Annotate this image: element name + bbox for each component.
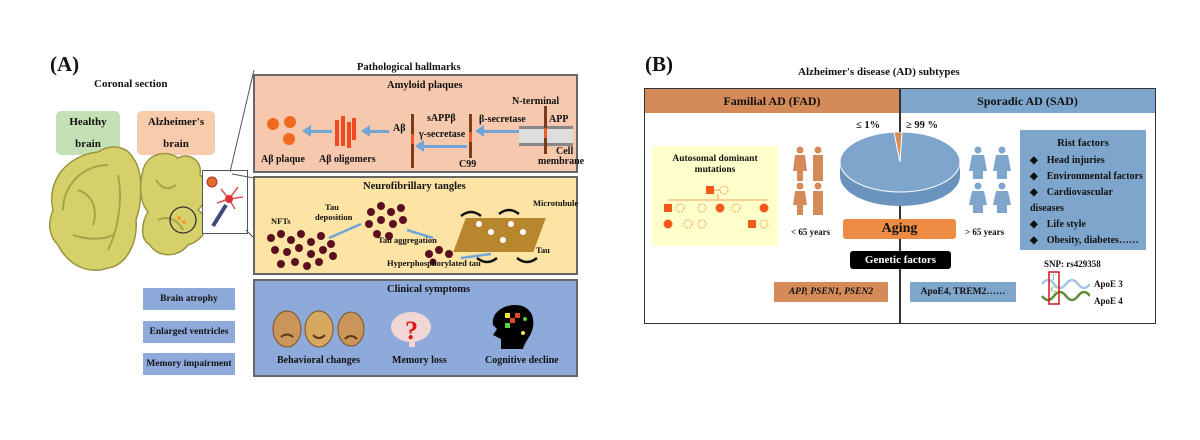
brain-question-icon: ? xyxy=(391,312,431,347)
pie-slice-fad xyxy=(893,132,903,163)
risk-factors-box: Rist factors Head injuries Environmental… xyxy=(1020,130,1146,250)
abeta-label: Aβ xyxy=(393,123,406,134)
apoe4-label: ApoE 4 xyxy=(1094,296,1123,306)
abeta-fragment-bar xyxy=(411,114,414,168)
alzheimers-brain-label: Alzheimer's brain xyxy=(137,111,215,155)
abeta-oligomers-icon xyxy=(335,116,356,148)
amyloid-title: Amyloid plaques xyxy=(387,80,463,91)
healthy-brain-label: Healthy brain xyxy=(56,111,120,155)
apoe3-strand xyxy=(1041,278,1090,290)
neuron-icon xyxy=(206,176,244,228)
abeta-oligomers-label: Aβ oligomers xyxy=(319,154,376,165)
app-bar xyxy=(544,106,547,154)
tau-illustrations xyxy=(267,202,546,270)
mutations-label: Autosomal dominant mutations xyxy=(672,154,758,175)
nfts-label: NFTs xyxy=(271,216,291,226)
young-age-label: < 65 years xyxy=(791,227,831,237)
microtubule-label: Microtubule xyxy=(533,198,579,208)
neuron-zoom-box xyxy=(202,170,248,234)
risk-factor-item: Environmental factors xyxy=(1030,169,1146,185)
subtype-pie-chart xyxy=(839,132,961,206)
risk-factor-item: Cardiovascular diseases xyxy=(1030,185,1146,217)
snp-highlight-box xyxy=(1048,271,1060,305)
app-label: APP xyxy=(549,114,569,125)
pedigree-icon xyxy=(663,185,769,229)
young-people-icon xyxy=(793,146,823,215)
genetic-factors-label: Genetic factors xyxy=(850,251,951,269)
tangles-title: Neurofibrillary tangles xyxy=(363,181,466,192)
clinical-title: Clinical symptoms xyxy=(387,284,471,295)
theater-masks-icon xyxy=(272,310,365,348)
aging-label: Aging xyxy=(843,219,956,239)
membrane-label: membrane xyxy=(538,156,585,167)
memory-impairment-tag: Memory impairment xyxy=(143,353,235,375)
abeta-plaque-icon xyxy=(267,116,296,145)
sad-header: Sporadic AD (SAD) xyxy=(900,89,1155,113)
sad-percentage: ≥ 99 % xyxy=(906,120,939,131)
clinical-symptoms-box: Clinical symptoms Behavioral changes ? M… xyxy=(253,279,578,377)
mutations-box: Autosomal dominant mutations xyxy=(652,146,778,246)
memory-loss-label: Memory loss xyxy=(392,355,447,366)
zoom-connector-lines xyxy=(230,69,255,239)
risk-factor-item: Head injuries xyxy=(1030,153,1146,169)
risk-factor-item: Life style xyxy=(1030,217,1146,233)
n-terminal-label: N-terminal xyxy=(512,96,560,107)
cognitive-head-icon xyxy=(492,305,534,349)
panel-a-label: (A) xyxy=(50,52,80,76)
snp-label: SNP: rs429358 xyxy=(1044,259,1101,269)
coronal-section-title: Coronal section xyxy=(94,78,168,90)
panel-b-title: Alzheimer's disease (AD) subtypes xyxy=(798,66,960,78)
apoe-allele-icon: T C xyxy=(1041,271,1090,305)
alzheimers-brain-icon xyxy=(139,152,209,256)
tau-deposit-icon xyxy=(365,202,407,240)
cognitive-decline-label: Cognitive decline xyxy=(485,355,559,366)
fad-percentage: ≤ 1% xyxy=(856,120,881,131)
healthy-brain-icon xyxy=(48,146,142,271)
arrow-beta xyxy=(475,125,521,137)
neurofibrillary-tangles-box: Neurofibrillary tangles NFTs Tau deposit… xyxy=(253,176,578,275)
tau-deposition-label-1: Tau xyxy=(325,202,339,212)
old-age-label: > 65 years xyxy=(965,227,1005,237)
amyloid-plaques-box: Amyloid plaques Aβ plaque Aβ oligomers A… xyxy=(253,74,584,173)
brain-atrophy-tag: Brain atrophy xyxy=(143,288,235,310)
apoe3-label: ApoE 3 xyxy=(1094,279,1123,289)
abeta-plaque-label: Aβ plaque xyxy=(261,154,305,165)
sappb-label: sAPPβ xyxy=(427,113,456,124)
elderly-people-icon xyxy=(969,146,1011,213)
cell-label: Cell xyxy=(556,146,574,157)
tau-deposition-label-2: deposition xyxy=(315,212,353,222)
nfts-icon xyxy=(267,230,337,270)
fad-header: Familial AD (FAD) xyxy=(645,89,899,113)
svg-text:T: T xyxy=(1051,273,1056,282)
c99-label: C99 xyxy=(459,159,477,170)
brain-illustrations xyxy=(48,146,209,271)
risk-factor-item: Obesity, diabetes…… xyxy=(1030,233,1146,249)
arrow-to-oligomers xyxy=(361,125,389,137)
fad-genes-tag: APP, PSEN1, PSEN2 xyxy=(774,282,888,302)
hallmarks-title: Pathological hallmarks xyxy=(357,62,461,73)
svg-text:C: C xyxy=(1051,285,1056,294)
tau-aggregation-label: Tau aggregation xyxy=(378,235,437,245)
panel-b-label: (B) xyxy=(645,52,673,76)
apoe4-strand xyxy=(1041,290,1090,302)
arrow-gamma xyxy=(415,140,467,152)
risk-factors-title: Rist factors xyxy=(1057,138,1109,149)
arrow-to-plaque xyxy=(302,125,332,137)
gamma-secretase-label: γ-secretase xyxy=(419,129,466,140)
microtubule-icon xyxy=(453,208,546,264)
enlarged-ventricles-tag: Enlarged ventricles xyxy=(143,321,235,343)
svg-text:?: ? xyxy=(405,316,418,345)
behavioral-changes-label: Behavioral changes xyxy=(277,355,361,366)
sad-genes-tag: ApoE4, TREM2…… xyxy=(910,282,1016,302)
hyperphosphorylated-tau-label: Hyperphosphorylated tau xyxy=(387,258,481,268)
beta-secretase-label: β-secretase xyxy=(479,114,526,125)
divider-line xyxy=(899,88,901,324)
tau-label: Tau xyxy=(536,245,550,255)
c99-bar xyxy=(469,114,472,158)
